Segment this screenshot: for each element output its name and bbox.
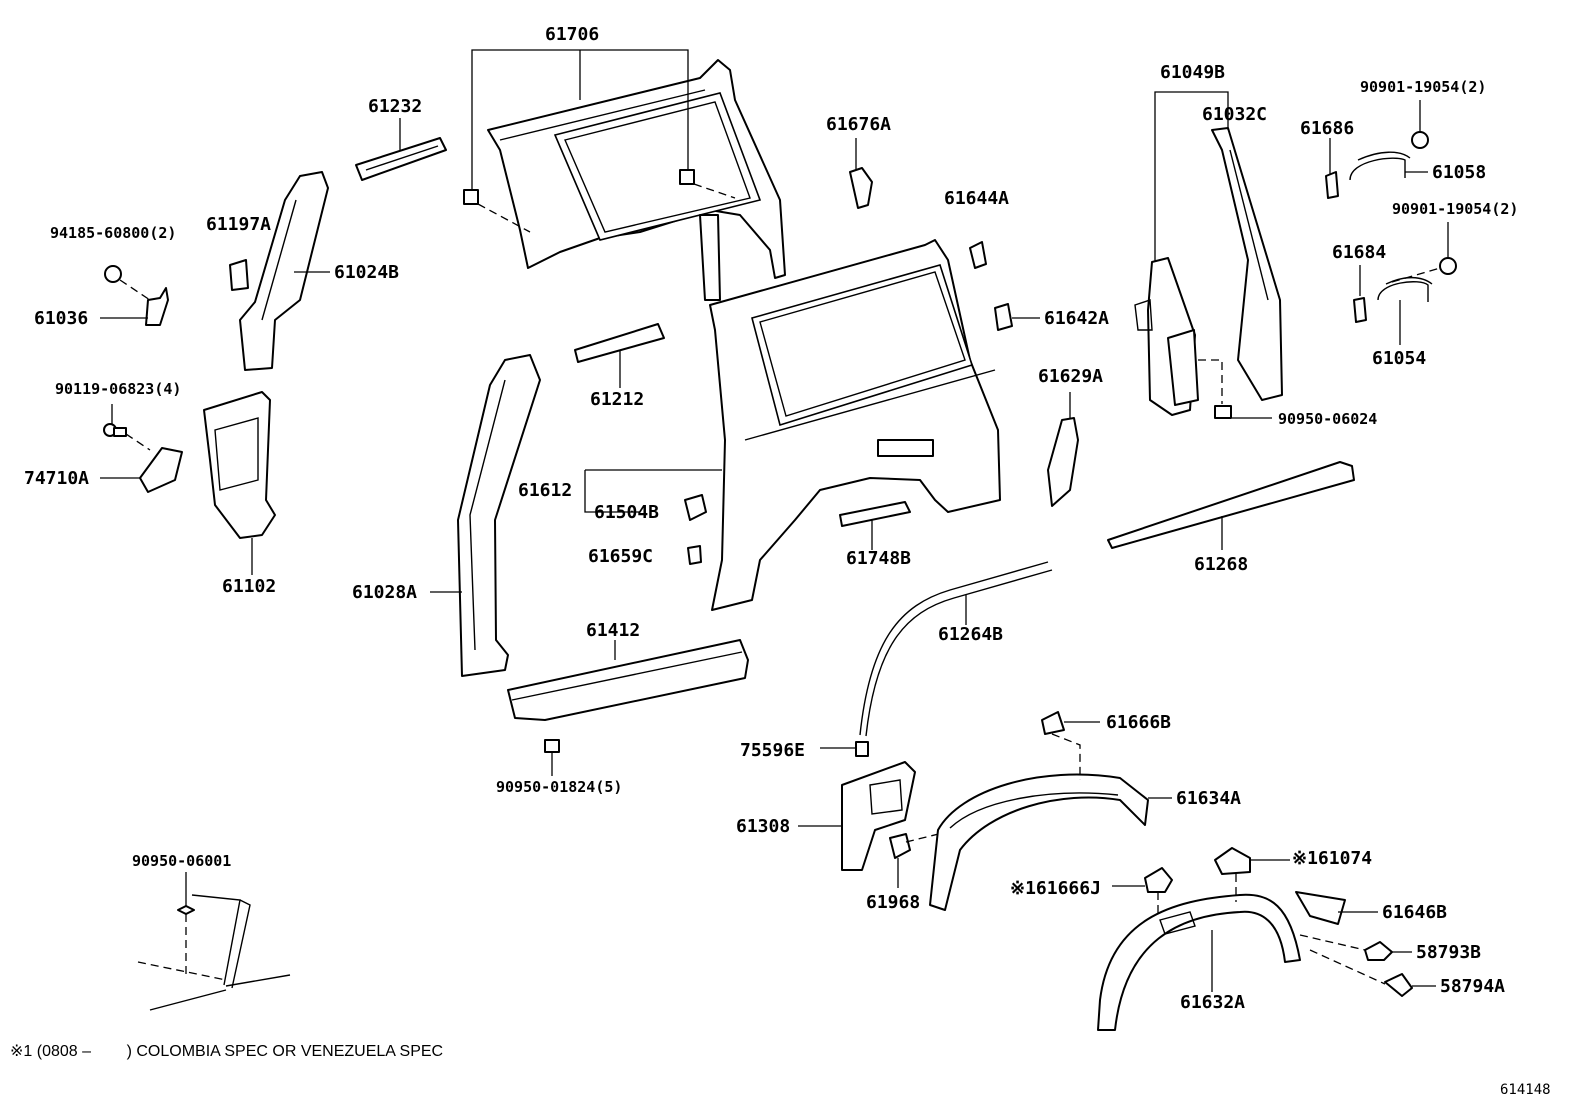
bracket-74710A — [103, 423, 183, 493]
assist-grip-61054 — [1353, 257, 1457, 323]
label-61684: 61684 — [1332, 242, 1386, 263]
label-90950-06001: 90950-06001 — [132, 852, 231, 870]
molding-61264B — [855, 561, 1053, 757]
label-61102: 61102 — [222, 576, 276, 597]
label-61036: 61036 — [34, 308, 88, 329]
bracket-61642A — [994, 303, 1013, 331]
label-61659C: 61659C — [588, 546, 653, 567]
label-61197A: 61197A — [206, 214, 271, 235]
assist-grip-61058 — [1325, 131, 1429, 199]
label-61074: ※161074 — [1292, 848, 1372, 869]
inset-detail — [137, 894, 291, 1011]
roof-side-rail — [355, 137, 447, 181]
label-94185-60800: 94185-60800(2) — [50, 224, 176, 242]
bracket-61644A — [969, 241, 987, 269]
label-61024B: 61024B — [334, 262, 399, 283]
label-61629A: 61629A — [1038, 366, 1103, 387]
clip-61666J — [1144, 867, 1173, 893]
inner-panel-61102 — [203, 391, 276, 539]
bracket-61629A — [1047, 417, 1079, 507]
label-90901-19054-mid: 90901-19054(2) — [1392, 200, 1518, 218]
panel-61308 — [841, 761, 916, 871]
label-61646B: 61646B — [1382, 902, 1447, 923]
center-pillar — [457, 354, 541, 677]
label-61032C: 61032C — [1202, 104, 1267, 125]
reinforcement-61748B — [839, 501, 911, 527]
label-61634A: 61634A — [1176, 788, 1241, 809]
label-61632A: 61632A — [1180, 992, 1245, 1013]
label-61268: 61268 — [1194, 554, 1248, 575]
guard-61646B — [1295, 891, 1346, 925]
label-61232: 61232 — [368, 96, 422, 117]
label-61504B: 61504B — [594, 502, 659, 523]
label-58793B: 58793B — [1416, 942, 1481, 963]
clip-58793B — [1364, 941, 1393, 961]
pad-90950-06024 — [1214, 405, 1232, 419]
label-61686: 61686 — [1300, 118, 1354, 139]
clip-61659C — [687, 545, 702, 565]
label-61968: 61968 — [866, 892, 920, 913]
cap-61666B — [1041, 711, 1065, 735]
footnote: ※1 (0808 – ) COLOMBIA SPEC OR VENEZUELA … — [10, 1043, 443, 1060]
diagram-code: 614148 — [1500, 1082, 1551, 1098]
bracket-61968 — [889, 833, 911, 859]
pillar-cap — [229, 259, 249, 291]
front-pillar — [239, 171, 329, 371]
rear-pillar-61032C — [1211, 127, 1283, 401]
label-90119-06823: 90119-06823(4) — [55, 380, 181, 398]
quarter-window-panel — [463, 59, 786, 301]
outer-wheelhouse-61632A — [1097, 893, 1301, 1031]
label-61706: 61706 — [545, 24, 599, 45]
inner-wheelhouse-61634A — [929, 773, 1149, 911]
bracket-61074 — [1214, 847, 1251, 875]
label-61308: 61308 — [736, 816, 790, 837]
label-61264B: 61264B — [938, 624, 1003, 645]
label-61412: 61412 — [586, 620, 640, 641]
bracket-61036 — [104, 265, 169, 326]
label-61612: 61612 — [518, 480, 572, 501]
molding-61268 — [1107, 461, 1355, 549]
label-75596E: 75596E — [740, 740, 805, 761]
label-61642A: 61642A — [1044, 308, 1109, 329]
label-58794A: 58794A — [1440, 976, 1505, 997]
reinforcement-61212 — [574, 323, 665, 363]
label-61054: 61054 — [1372, 348, 1426, 369]
label-61212: 61212 — [590, 389, 644, 410]
clip-58794A — [1384, 973, 1413, 997]
label-90950-06024: 90950-06024 — [1278, 410, 1377, 428]
label-61676A: 61676A — [826, 114, 891, 135]
label-61748B: 61748B — [846, 548, 911, 569]
label-61666B: 61666B — [1106, 712, 1171, 733]
clip-61504B — [684, 494, 707, 521]
label-61049B: 61049B — [1160, 62, 1225, 83]
label-74710A: 74710A — [24, 468, 89, 489]
bracket-61676A — [849, 167, 873, 209]
label-61058: 61058 — [1432, 162, 1486, 183]
rocker-panel — [507, 639, 749, 753]
label-61666J: ※161666J — [1010, 878, 1101, 899]
label-90901-19054-top: 90901-19054(2) — [1360, 78, 1486, 96]
label-61028A: 61028A — [352, 582, 417, 603]
quarter-panel — [709, 239, 1001, 611]
label-61644A: 61644A — [944, 188, 1009, 209]
rear-pillar-61049B — [1134, 257, 1199, 416]
label-90950-01824: 90950-01824(5) — [496, 778, 622, 796]
